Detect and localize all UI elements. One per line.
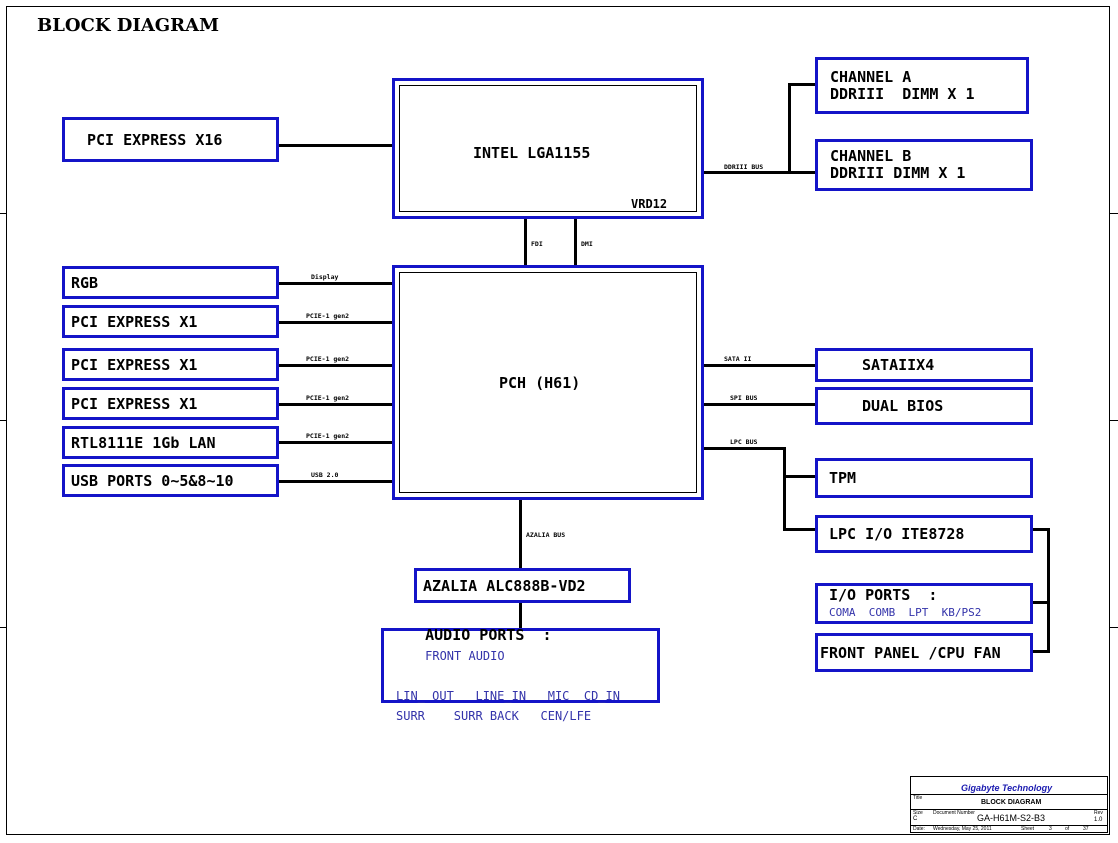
channel-b-line2: DDRIII DIMM X 1 xyxy=(830,164,966,182)
channel-b-box[interactable]: CHANNEL B DDRIII DIMM X 1 xyxy=(815,139,1033,191)
ddr-bus-label: DDRIII BUS xyxy=(724,163,764,171)
rgb-box[interactable]: RGB xyxy=(62,266,279,299)
audio-row-2: SURR SURR BACK CEN/LFE xyxy=(396,709,592,723)
pcie-x1-box-1[interactable]: PCI EXPRESS X1 xyxy=(62,305,279,338)
audio-ports-title: AUDIO PORTS : xyxy=(425,626,552,644)
doc-date: Wednesday, May 25, 2011 xyxy=(933,826,992,832)
azalia-codec-box[interactable]: AZALIA ALC888B-VD2 xyxy=(414,568,631,603)
company-name: Gigabyte Technology xyxy=(961,783,1053,793)
pcie-x1-box-2[interactable]: PCI EXPRESS X1 xyxy=(62,348,279,381)
pcie-link-label-1: PCIE-1 gen2 xyxy=(306,312,350,320)
io-ports-title: I/O PORTS : xyxy=(829,585,938,604)
io-ports-box[interactable]: I/O PORTS : COMA COMB LPT KB/PS2 xyxy=(815,583,1033,624)
sata-link-label: SATA II xyxy=(724,355,752,363)
display-link-label: Display xyxy=(311,273,339,281)
usb-link-label: USB 2.0 xyxy=(311,471,339,479)
doc-number: GA-H61M-S2-B3 xyxy=(977,813,1046,823)
channel-a-box[interactable]: CHANNEL A DDRIII DIMM X 1 xyxy=(815,57,1029,114)
channel-a-line2: DDRIII DIMM X 1 xyxy=(830,84,975,103)
sata-box[interactable]: SATAIIX4 xyxy=(815,348,1033,382)
pcie-x16-box[interactable]: PCI EXPRESS X16 xyxy=(62,117,279,162)
audio-front-label: FRONT AUDIO xyxy=(425,649,505,663)
audio-ports-box[interactable]: AUDIO PORTS : FRONT AUDIO LIN_ OUT LINE_… xyxy=(381,626,660,723)
sheet-border xyxy=(6,6,1110,835)
lpc-link-label: LPC BUS xyxy=(730,438,758,446)
channel-a-line1: CHANNEL A xyxy=(830,67,912,86)
fdi-label: FDI xyxy=(531,240,543,248)
cpu-label: INTEL LGA1155 xyxy=(473,144,591,162)
pch-block[interactable]: PCH (H61) xyxy=(392,265,704,500)
tpm-box[interactable]: TPM xyxy=(815,458,1033,498)
usb-box[interactable]: USB PORTS 0~5&8~10 xyxy=(62,464,279,497)
lan-box[interactable]: RTL8111E 1Gb LAN xyxy=(62,426,279,459)
dual-bios-box[interactable]: DUAL BIOS xyxy=(815,387,1033,425)
pcie-lan-link-label: PCIE-1 gen2 xyxy=(306,432,350,440)
pcie-link-label-2: PCIE-1 gen2 xyxy=(306,355,350,363)
doc-title: BLOCK DIAGRAM xyxy=(981,799,1042,806)
title-block: Gigabyte Technology Title BLOCK DIAGRAM … xyxy=(910,776,1108,833)
page-title: BLOCK DIAGRAM xyxy=(37,15,220,36)
dmi-label: DMI xyxy=(581,240,593,248)
spi-link-label: SPI BUS xyxy=(730,394,758,402)
cpu-block[interactable]: INTEL LGA1155 VRD12 xyxy=(392,78,704,219)
azalia-bus-label: AZALIA BUS xyxy=(526,531,566,539)
vrd-label: VRD12 xyxy=(631,197,668,211)
audio-row-1: LIN_ OUT LINE_IN MIC CD_IN xyxy=(396,689,620,703)
pcie-x1-box-3[interactable]: PCI EXPRESS X1 xyxy=(62,387,279,420)
io-ports-list: COMA COMB LPT KB/PS2 xyxy=(829,605,982,619)
channel-b-line1: CHANNEL B xyxy=(830,147,912,165)
lpc-io-box[interactable]: LPC I/O ITE8728 xyxy=(815,515,1033,553)
pcie-link-label-3: PCIE-1 gen2 xyxy=(306,394,350,402)
audio-ports-header: AUDIO PORTS : FRONT AUDIO xyxy=(389,605,552,686)
front-panel-box[interactable]: FRONT PANEL /CPU FAN xyxy=(815,633,1033,672)
pch-label: PCH (H61) xyxy=(499,374,581,392)
